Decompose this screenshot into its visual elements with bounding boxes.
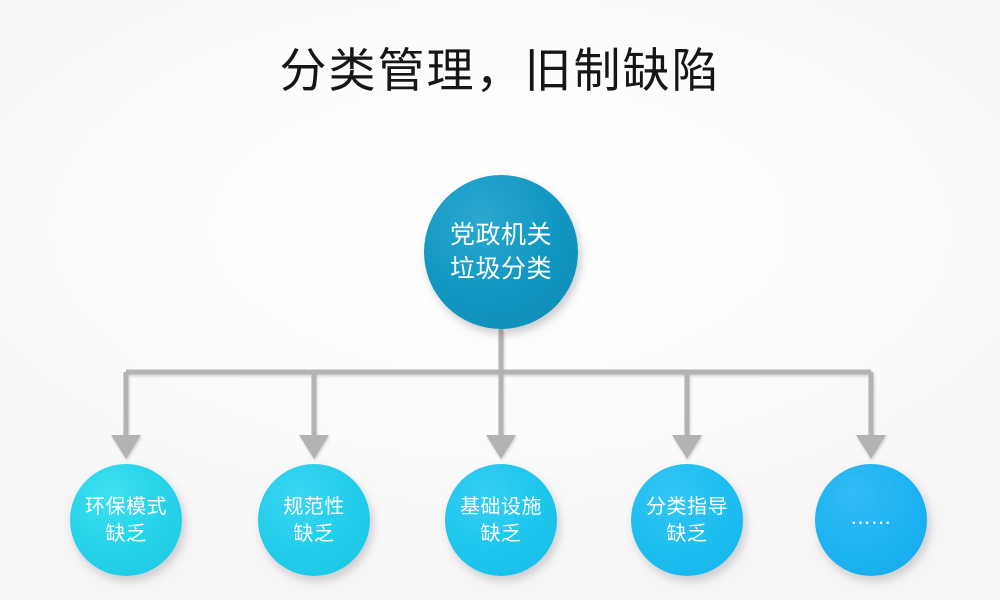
branch-node-label: 分类指导 缺乏 — [646, 494, 728, 545]
arrowhead-icon-3 — [672, 435, 702, 459]
arrowhead-icon-0 — [111, 435, 141, 459]
page-title: 分类管理，旧制缺陷 — [279, 44, 721, 99]
arrowhead-icon-4 — [856, 435, 886, 459]
arrowhead-icon-2 — [486, 435, 516, 459]
branch-node-label: 环保模式 缺乏 — [85, 494, 167, 545]
root-node-label: 党政机关 垃圾分类 — [449, 220, 552, 283]
branch-node-ellipsis[interactable]: …… — [815, 464, 927, 576]
root-node-dangzheng-jiguan[interactable]: 党政机关 垃圾分类 — [424, 175, 578, 329]
arrowhead-icon-1 — [299, 435, 329, 459]
branch-node-fenlei-zhidao[interactable]: 分类指导 缺乏 — [631, 464, 743, 576]
branch-node-guifanxing[interactable]: 规范性 缺乏 — [258, 464, 370, 576]
branch-node-label: …… — [850, 504, 892, 529]
branch-node-jichu-sheshi[interactable]: 基础设施 缺乏 — [445, 464, 557, 576]
branch-node-label: 规范性 缺乏 — [283, 494, 345, 545]
branch-node-huanbao-moshi[interactable]: 环保模式 缺乏 — [70, 464, 182, 576]
branch-node-label: 基础设施 缺乏 — [460, 494, 542, 545]
